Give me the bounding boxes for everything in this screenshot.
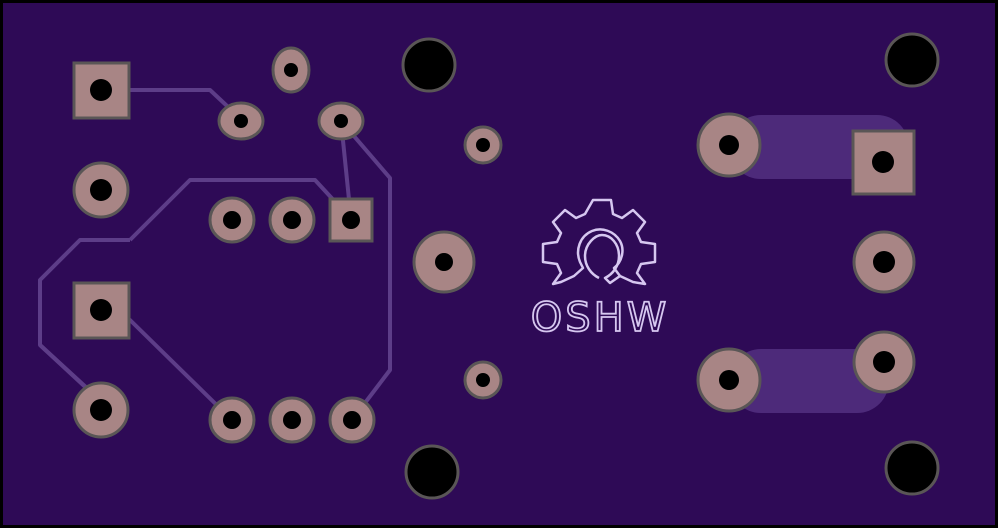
- mounting-hole: [401, 37, 457, 93]
- drill: [283, 211, 301, 229]
- mounting-holes: [401, 32, 940, 500]
- silkscreen-label: OSHW: [531, 295, 670, 341]
- square-pad: [72, 281, 131, 340]
- drill: [719, 370, 739, 390]
- drill: [476, 373, 490, 387]
- drill: [872, 151, 894, 173]
- drill: [90, 399, 112, 421]
- drill: [342, 211, 360, 229]
- drill: [476, 138, 490, 152]
- drill: [284, 63, 298, 77]
- drill: [90, 179, 112, 201]
- mounting-hole: [884, 440, 940, 496]
- drill: [719, 135, 739, 155]
- drill: [435, 253, 453, 271]
- oshw-gear-icon: [541, 198, 657, 286]
- trace-power-bottom: [729, 349, 889, 413]
- drill: [234, 114, 248, 128]
- mounting-hole: [404, 444, 460, 500]
- drill: [334, 114, 348, 128]
- drill: [90, 79, 112, 101]
- drill: [283, 411, 301, 429]
- trace-pot-to-ic: [339, 119, 392, 422]
- drill: [343, 411, 361, 429]
- drill: [873, 351, 895, 373]
- drill: [90, 299, 112, 321]
- drill: [223, 411, 241, 429]
- drill: [223, 211, 241, 229]
- drills: [90, 63, 895, 429]
- board-substrate: [3, 3, 995, 525]
- mounting-hole: [884, 32, 940, 88]
- drill: [873, 251, 895, 273]
